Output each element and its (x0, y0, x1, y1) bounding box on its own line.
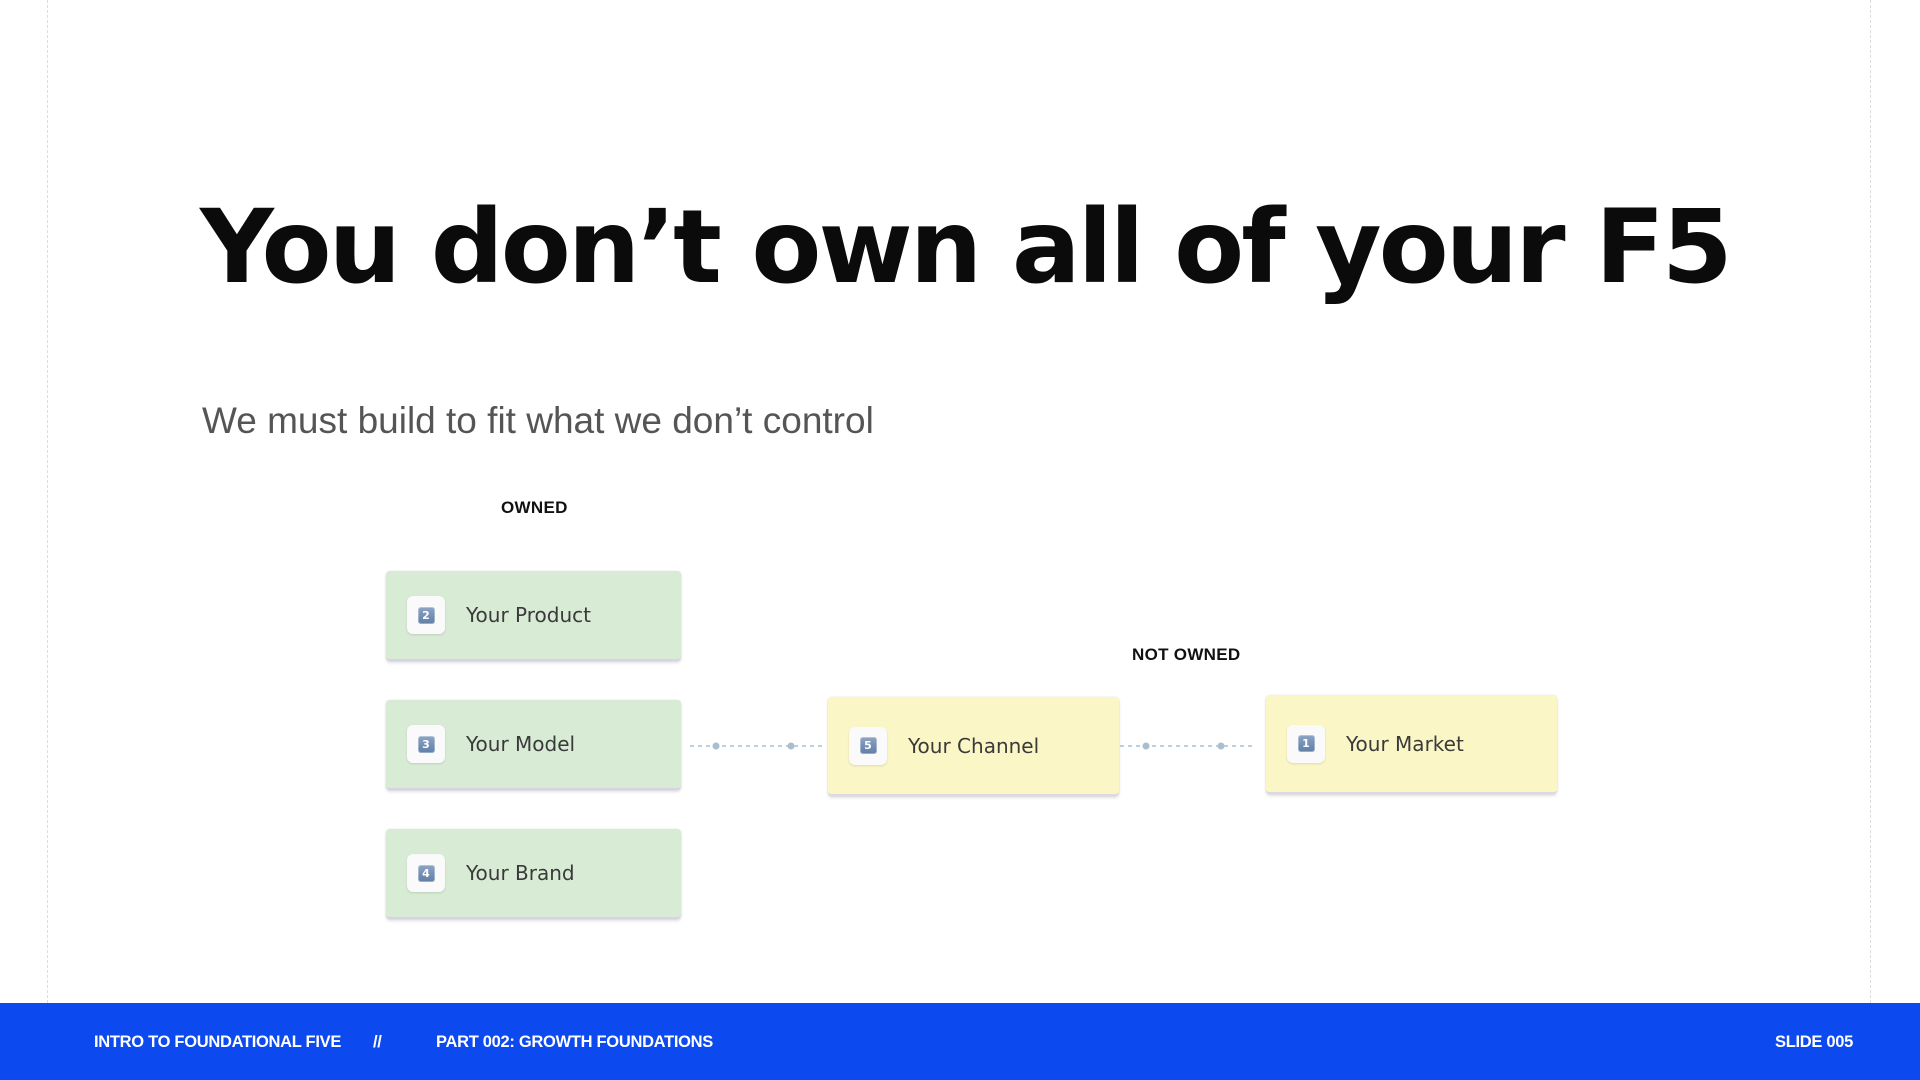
footer-slide-number: SLIDE 005 (1774, 1033, 1853, 1051)
number-1-icon: 1 (1287, 724, 1325, 763)
card-label: Your Market (1346, 731, 1464, 756)
badge-number: 1 (1297, 735, 1315, 752)
connector-dot (1217, 742, 1225, 750)
number-3-icon: 3 (407, 725, 445, 763)
connector-dot (712, 742, 720, 750)
badge-number: 4 (417, 864, 435, 882)
number-2-icon: 2 (407, 596, 445, 634)
connector-dot (787, 742, 795, 750)
slide-subtitle: We must build to fit what we don’t contr… (202, 400, 874, 441)
footer-course-title: INTRO TO FOUNDATIONAL FIVE (94, 1033, 342, 1051)
connector-dot (1142, 742, 1150, 750)
not-owned-label: NOT OWNED (1132, 645, 1241, 664)
card-label: Your Channel (908, 733, 1040, 758)
card-your-market[interactable]: 1 Your Market (1266, 695, 1557, 794)
number-4-icon: 4 (407, 854, 445, 892)
footer-part-title: PART 002: GROWTH FOUNDATIONS (436, 1033, 713, 1051)
card-label: Your Product (466, 603, 591, 627)
card-your-brand[interactable]: 4 Your Brand (386, 829, 681, 919)
card-your-product[interactable]: 2 Your Product (386, 571, 681, 661)
card-your-channel[interactable]: 5 Your Channel (828, 697, 1119, 796)
left-guide-line (47, 0, 48, 1003)
right-guide-line (1870, 0, 1871, 1003)
card-label: Your Brand (466, 861, 575, 885)
number-5-icon: 5 (849, 726, 887, 765)
card-your-model[interactable]: 3 Your Model (386, 700, 681, 790)
owned-label: OWNED (501, 498, 568, 517)
footer-bar: INTRO TO FOUNDATIONAL FIVE // PART 002: … (0, 1003, 1920, 1080)
badge-number: 2 (417, 606, 435, 624)
badge-number: 5 (859, 737, 877, 754)
footer-separator: // (373, 1033, 382, 1051)
slide-title: You don’t own all of your F5 (200, 188, 1733, 307)
badge-number: 3 (417, 735, 435, 753)
card-label: Your Model (466, 732, 576, 756)
